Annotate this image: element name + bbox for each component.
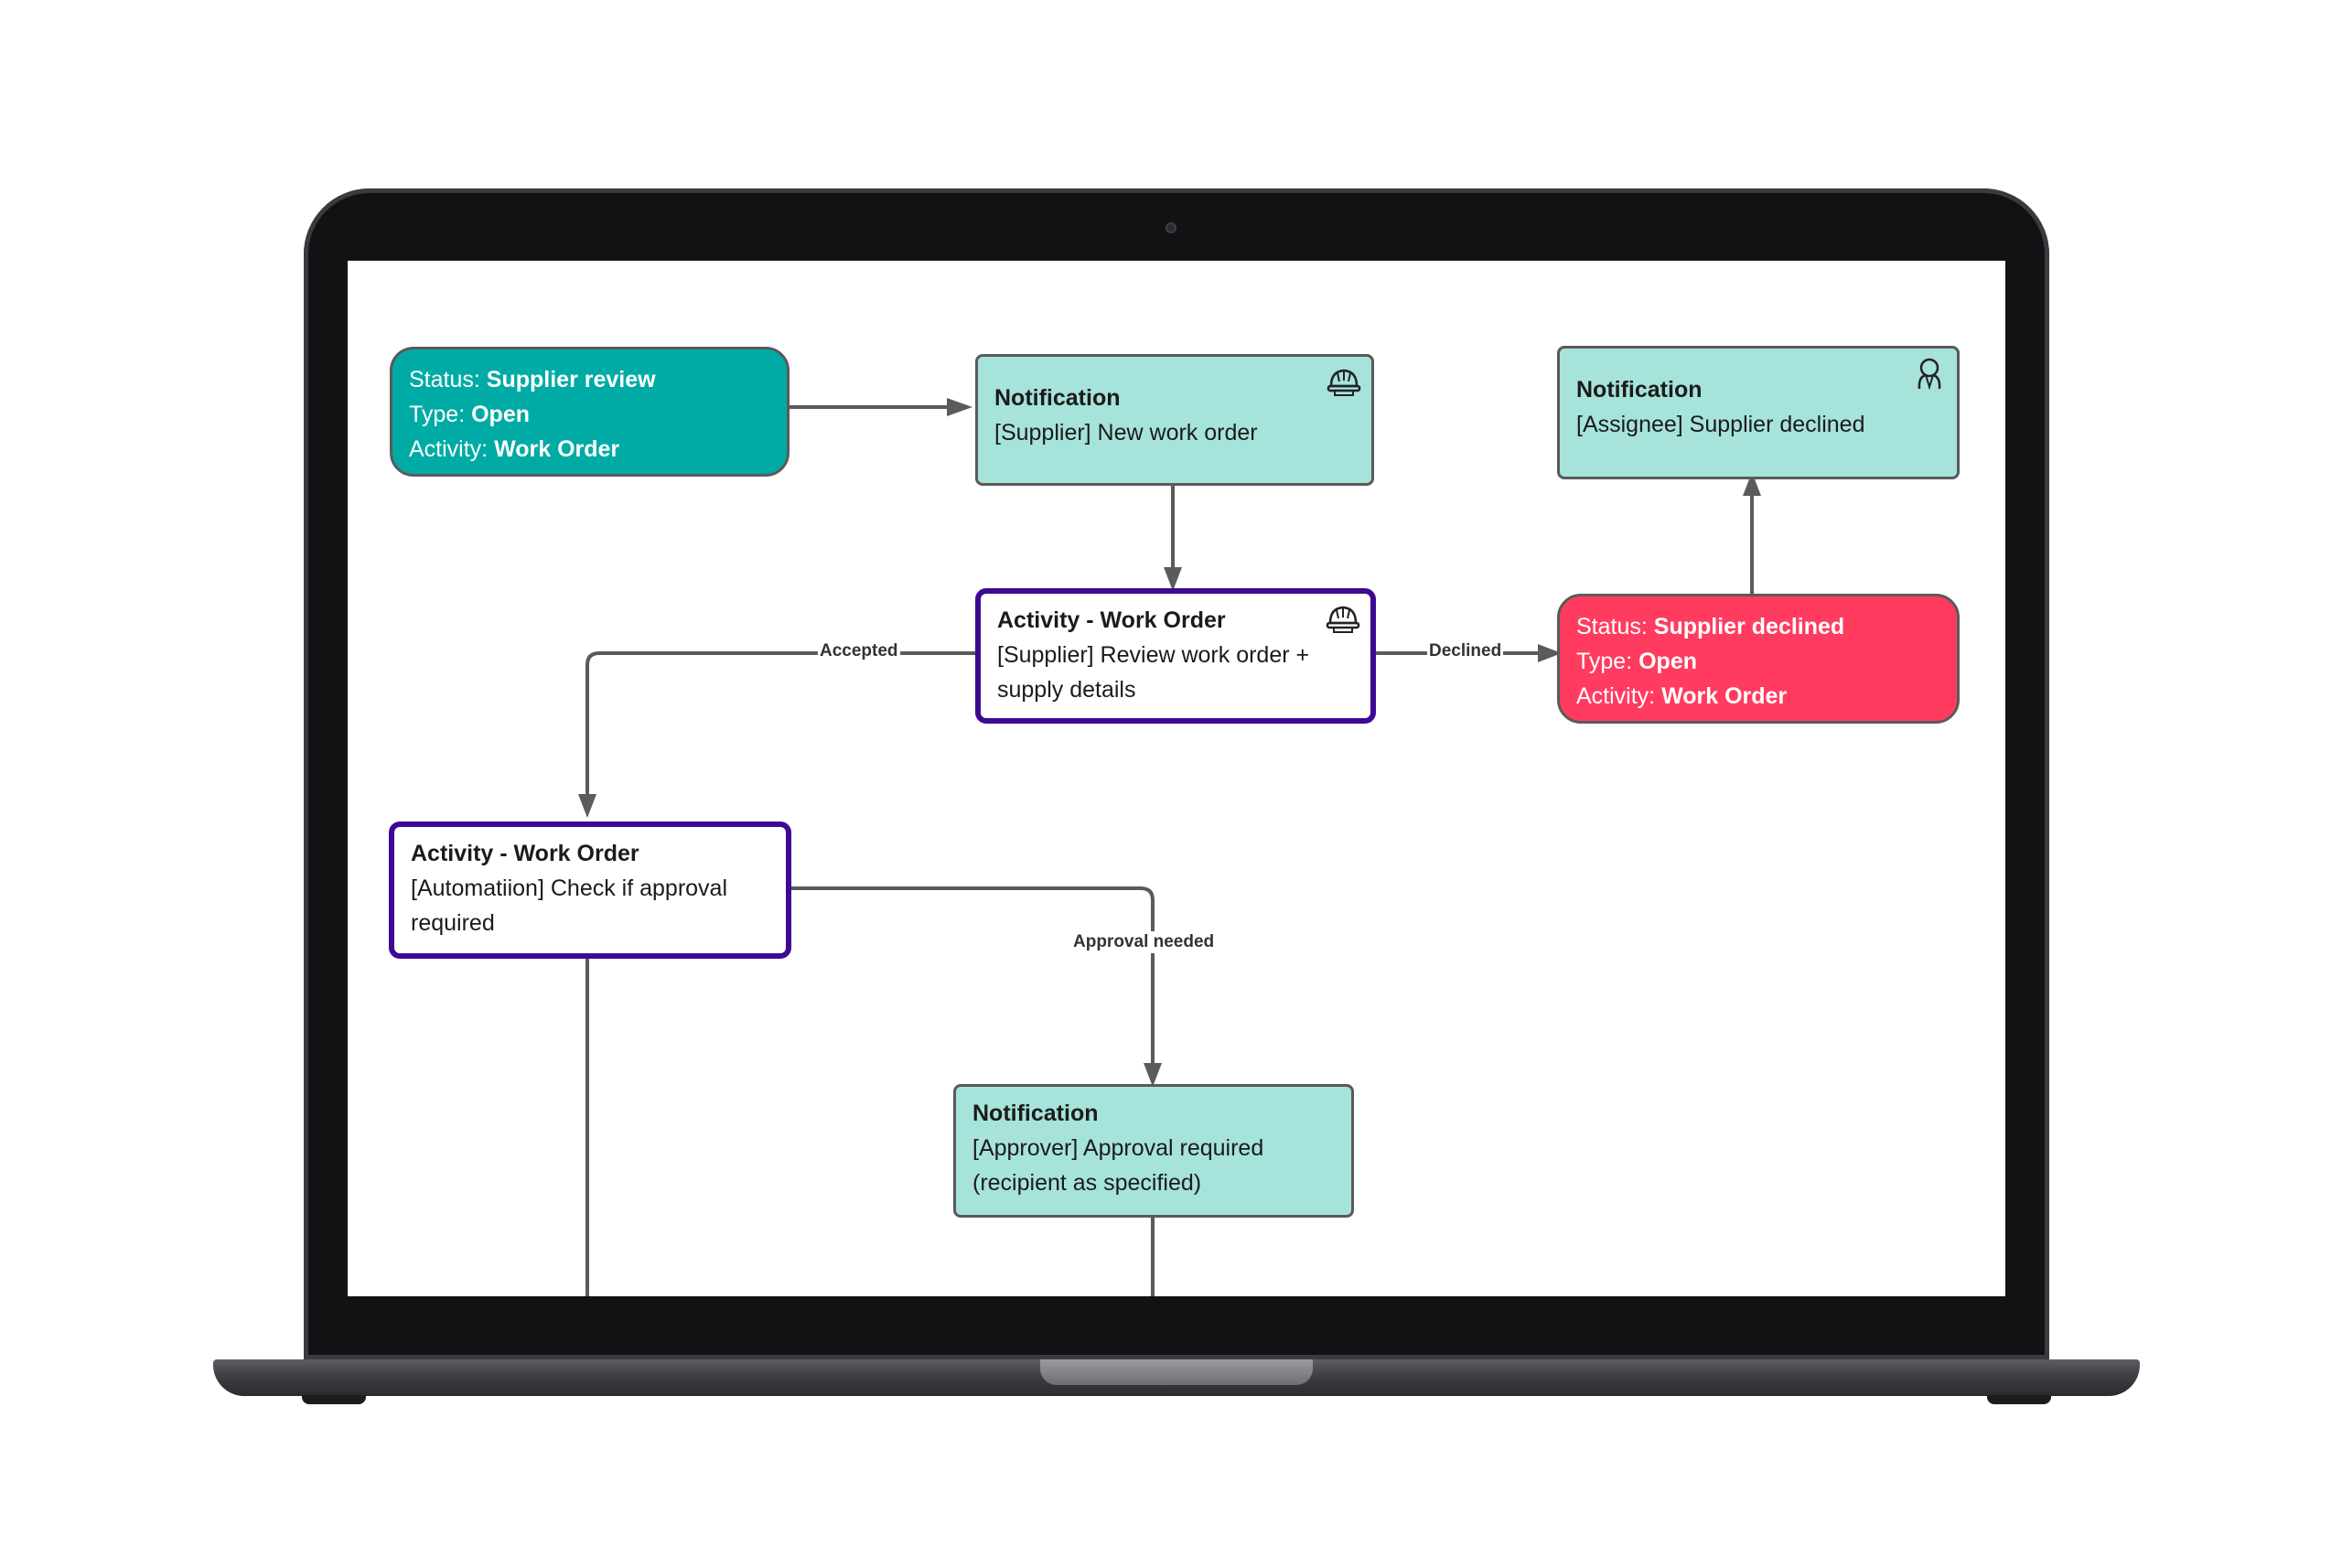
camera-icon xyxy=(1166,222,1176,233)
edge-approval-needed xyxy=(790,886,1155,1063)
arrowhead xyxy=(1164,567,1182,591)
node-title: Notification xyxy=(994,385,1121,411)
type-label: Type: xyxy=(1576,649,1633,674)
notification-node-new-work-order[interactable]: Notification [Supplier] New work order xyxy=(975,354,1374,486)
node-body: [Supplier] Review work order + supply de… xyxy=(997,642,1310,703)
status-label: Status: xyxy=(1576,614,1648,639)
edge-accepted xyxy=(586,651,975,794)
status-node-supplier-declined[interactable]: Status: Supplier declined Type: Open Act… xyxy=(1557,594,1960,724)
status-value: Supplier declined xyxy=(1653,614,1845,639)
type-label: Type: xyxy=(409,402,466,427)
type-value: Open xyxy=(471,402,531,427)
node-title: Notification xyxy=(972,1101,1099,1126)
activity-value: Work Order xyxy=(1661,683,1788,709)
supplier-helmet-icon xyxy=(1326,606,1360,633)
activity-label: Activity: xyxy=(409,436,489,462)
status-label: Status: xyxy=(409,367,480,392)
laptop-notch xyxy=(1040,1359,1313,1385)
assignee-person-icon xyxy=(1918,358,1941,391)
arrowhead xyxy=(947,398,972,416)
edge-label-accepted: Accepted xyxy=(818,640,900,662)
arrowhead xyxy=(1538,644,1562,662)
laptop-foot-right xyxy=(1987,1395,2051,1404)
notification-node-approval-required[interactable]: Notification [Approver] Approval require… xyxy=(953,1084,1354,1218)
node-title: Activity - Work Order xyxy=(411,841,639,866)
status-node-supplier-review[interactable]: Status: Supplier review Type: Open Activ… xyxy=(390,347,790,477)
activity-value: Work Order xyxy=(494,436,620,462)
edge-label-declined: Declined xyxy=(1427,640,1504,662)
node-body: [Supplier] New work order xyxy=(994,420,1258,446)
diagram-canvas: Status: Supplier review Type: Open Activ… xyxy=(348,261,2005,1296)
edge-label-approval-needed: Approval needed xyxy=(1071,931,1217,953)
laptop-foot-left xyxy=(302,1395,366,1404)
supplier-helmet-icon xyxy=(1327,369,1361,396)
node-title: Activity - Work Order xyxy=(997,607,1226,633)
activity-node-review-work-order[interactable]: Activity - Work Order [Supplier] Review … xyxy=(975,588,1376,724)
notification-node-supplier-declined[interactable]: Notification [Assignee] Supplier decline… xyxy=(1557,346,1960,479)
activity-label: Activity: xyxy=(1576,683,1656,709)
node-body: [Assignee] Supplier declined xyxy=(1576,412,1865,437)
node-body: [Approver] Approval required (recipient … xyxy=(972,1135,1264,1196)
arrowhead xyxy=(578,794,596,818)
status-value: Supplier review xyxy=(486,367,656,392)
arrowhead xyxy=(1144,1063,1162,1087)
activity-node-check-approval[interactable]: Activity - Work Order [Automatiion] Chec… xyxy=(389,822,791,959)
arrowhead xyxy=(1743,472,1761,496)
node-body: [Automatiion] Check if approval required xyxy=(411,875,728,936)
node-title: Notification xyxy=(1576,377,1703,403)
type-value: Open xyxy=(1638,649,1698,674)
